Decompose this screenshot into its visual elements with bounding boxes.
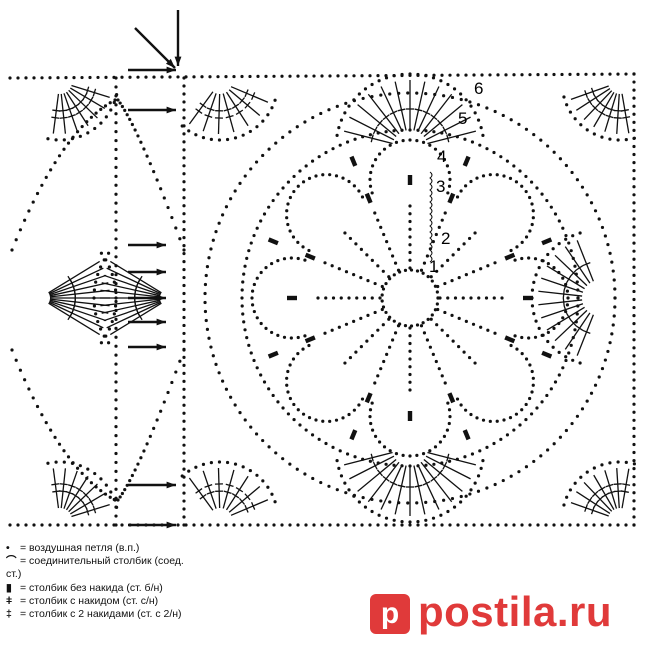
- direction-arrows: [128, 10, 182, 529]
- round-label-4: 4: [437, 147, 446, 166]
- round-label-3: 3: [436, 177, 445, 196]
- legend-item-tr: ‡= столбик с 2 накидами (ст. с 2/н): [6, 608, 182, 621]
- legend-item-slip: ⌒= соединительный столбик (соед. ст.): [6, 555, 184, 581]
- rect-icon: ▮: [6, 581, 12, 594]
- cross-2-icon: ‡: [6, 608, 12, 621]
- postila-logo-icon: p: [370, 594, 410, 634]
- round-labels: 1 2 3 4 5 6: [429, 79, 483, 276]
- arc-icon: ⌒: [6, 555, 17, 568]
- round-label-1: 1: [429, 257, 438, 276]
- crochet-chart: 1 2 3 4 5 6: [8, 10, 636, 529]
- legend-item-dc: ǂ= столбик с накидом (ст. с/н): [6, 594, 159, 607]
- cross-1-icon: ǂ: [6, 594, 13, 607]
- chain-stitch-dots: [8, 72, 636, 527]
- legend-item-sc: ▮= столбик без накида (ст. б/н): [6, 581, 163, 594]
- stitch-symbols: [48, 80, 631, 518]
- watermark-text: postila.ru: [418, 588, 613, 635]
- round-label-2: 2: [441, 229, 450, 248]
- legend-item-chain: •= воздушная петля (в.п.): [6, 542, 140, 554]
- legend: •= воздушная петля (в.п.) ⌒= соединитель…: [6, 542, 186, 621]
- watermark: p postila.ru: [356, 582, 656, 652]
- round-label-6: 6: [474, 79, 483, 98]
- dot-icon: •: [6, 542, 10, 554]
- round-label-5: 5: [458, 109, 467, 128]
